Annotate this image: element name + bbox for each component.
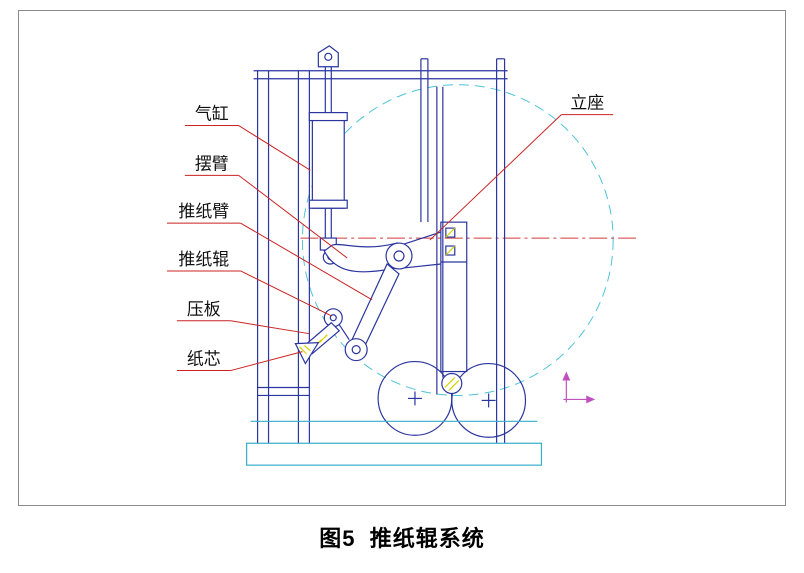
label-cylinder: 气缸 (195, 104, 229, 124)
part-labels: 气缸 摆臂 推纸臂 推纸辊 压板 纸芯 立座 (178, 94, 604, 369)
paper-core (294, 342, 320, 365)
push-roller (323, 308, 350, 341)
stand-bracket (440, 221, 468, 373)
push-arm (344, 263, 400, 362)
label-push-roller: 推纸辊 (178, 250, 229, 269)
leader-lines (166, 114, 614, 372)
drawing-svg: 气缸 摆臂 推纸臂 推纸辊 压板 纸芯 立座 (166, 45, 640, 466)
paper-roll-circle (301, 84, 614, 396)
machine-frame (253, 58, 508, 444)
label-press-plate: 压板 (187, 300, 221, 319)
label-push-arm: 推纸臂 (178, 202, 229, 221)
swing-arm (323, 231, 442, 273)
bottom-rollers (377, 360, 527, 438)
axis-arrows-icon (562, 371, 596, 404)
label-stand: 立座 (570, 94, 604, 113)
label-swing-arm: 摆臂 (195, 154, 229, 173)
figure-caption: 图5 推纸辊系统 (319, 526, 485, 551)
label-paper-core: 纸芯 (187, 350, 221, 369)
technical-drawing: 气缸 摆臂 推纸臂 推纸辊 压板 纸芯 立座 (18, 10, 786, 506)
machine-base (246, 420, 543, 466)
